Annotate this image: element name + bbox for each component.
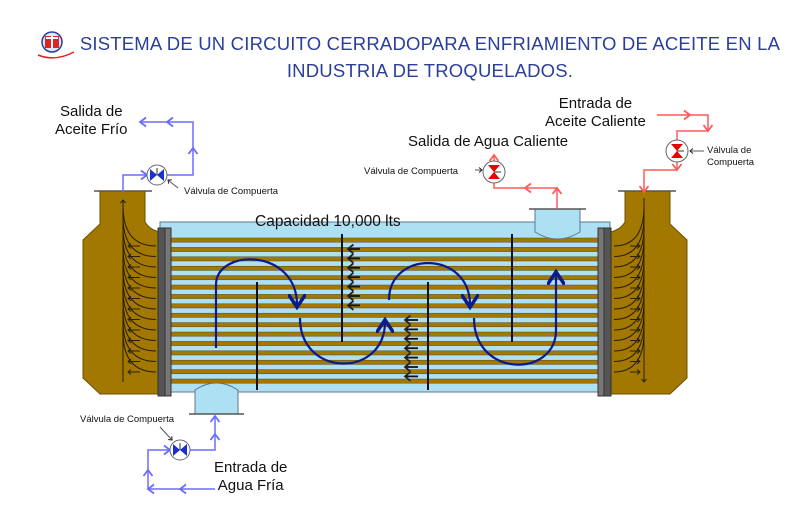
tube — [170, 275, 599, 281]
tube — [170, 341, 599, 346]
tube — [170, 369, 599, 375]
valve-pointers — [159, 148, 704, 441]
label-line: Salida de — [59, 103, 123, 120]
cold-oil-valve-icon — [146, 164, 168, 186]
tube — [170, 294, 599, 299]
oil-distribution-lines — [120, 198, 647, 383]
hot-oil-valve-icon — [665, 139, 689, 163]
tube — [170, 350, 599, 356]
cold-water-inlet-pipe — [142, 414, 221, 495]
label-hot-oil-in: Entrada de Aceite Caliente — [545, 95, 646, 131]
cold-oil-outlet-pipe — [122, 116, 199, 192]
right-flange — [597, 227, 605, 397]
label-line: Aceite Caliente — [545, 113, 646, 130]
tube — [170, 247, 599, 252]
hot-oil-inlet-pipe — [638, 109, 714, 194]
valve-label-hot-oil: Válvula de Compuerta — [707, 145, 754, 169]
tube — [170, 256, 599, 262]
tube — [170, 303, 599, 309]
label-line: Válvula de — [707, 145, 752, 156]
valve-label-hot-water: Válvula de Compuerta — [364, 166, 458, 177]
tube — [170, 284, 599, 290]
label-line: Entrada de — [558, 95, 633, 112]
title-line-1: SISTEMA DE UN CIRCUITO CERRADOPARA ENFRI… — [79, 33, 781, 54]
hot-water-valve-icon — [482, 160, 506, 184]
capacity-label: Capacidad 10,000 lts — [255, 213, 401, 230]
hot-water-outlet-nozzle — [534, 208, 581, 240]
right-oil-head — [609, 190, 688, 395]
label-line: Agua Fría — [217, 477, 284, 494]
left-oil-head — [82, 190, 161, 395]
label-line: Compuerta — [707, 157, 754, 168]
label-hot-water-out: Salida de Agua Caliente — [408, 133, 569, 150]
valve-label-cold-oil: Válvula de Compuerta — [184, 186, 278, 197]
left-flange — [157, 227, 166, 397]
oil-flow-arrows — [346, 243, 418, 382]
label-cold-water-in: Entrada de Agua Fría — [214, 459, 287, 495]
page-title: SISTEMA DE UN CIRCUITO CERRADOPARA ENFRI… — [70, 30, 790, 84]
tube — [170, 378, 599, 384]
tube — [170, 237, 599, 243]
cold-water-valve-icon — [169, 439, 191, 461]
cold-water-inlet-nozzle — [194, 382, 239, 415]
valve-label-cold-water: Válvula de Compuerta — [80, 414, 174, 425]
water-flow-path — [214, 258, 556, 366]
tube — [170, 265, 599, 271]
label-cold-oil-out: Salida de Aceite Frío — [55, 103, 128, 139]
label-line: Entrada de — [214, 459, 288, 476]
hot-water-outlet-pipe — [488, 153, 563, 209]
title-line-2: INDUSTRIA DE TROQUELADOS. — [286, 60, 574, 81]
baffles — [256, 234, 513, 390]
company-logo — [37, 31, 75, 59]
label-line: Aceite Frío — [55, 121, 128, 138]
tube — [170, 312, 599, 318]
